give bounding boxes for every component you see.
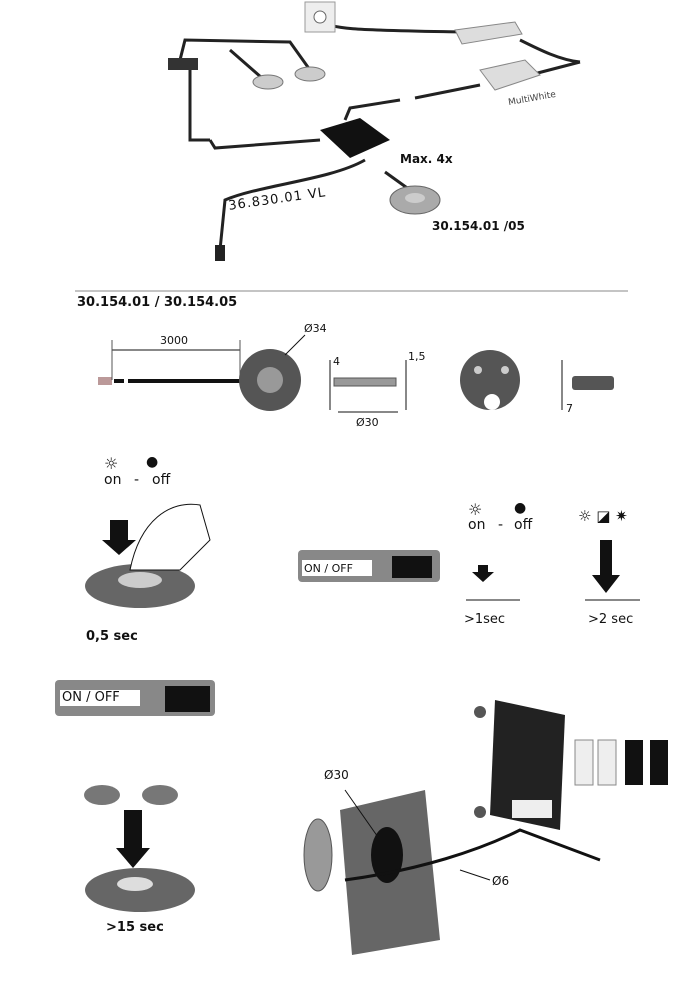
power-supply-icon bbox=[454, 21, 523, 45]
hole-diameter: Ø30 bbox=[324, 768, 349, 782]
switch-label: ON / OFF bbox=[304, 562, 353, 575]
flange-dim: 1,5 bbox=[408, 350, 426, 363]
bulb-off-icon: ● bbox=[146, 454, 159, 470]
multiwhite-controller-icon bbox=[479, 59, 541, 91]
cable-diameter: Ø6 bbox=[492, 874, 510, 888]
max-label: Max. 4x bbox=[400, 152, 453, 166]
finger-icon bbox=[129, 503, 211, 571]
operation-illustrations bbox=[55, 503, 640, 912]
depth-dim: 7 bbox=[566, 402, 573, 415]
off-label: off bbox=[152, 472, 171, 488]
on-label: on bbox=[468, 517, 486, 533]
dim-low-icon: ☼ ◪ ✷ bbox=[578, 507, 628, 525]
switch-back-view bbox=[460, 350, 520, 410]
switch-depth-view bbox=[572, 376, 614, 390]
height-dim: 4 bbox=[333, 355, 340, 368]
bulb-off-icon: ● bbox=[514, 500, 527, 516]
screw-icon bbox=[474, 706, 486, 718]
controller-module bbox=[490, 700, 565, 830]
wiring-diagram bbox=[178, 18, 581, 251]
mounting-illustration bbox=[303, 700, 668, 955]
dash: - bbox=[498, 517, 504, 533]
dash: - bbox=[134, 472, 140, 488]
downlight-icon bbox=[294, 66, 326, 82]
switch-label: ON / OFF bbox=[62, 690, 120, 705]
switch-code: 30.154.01 /05 bbox=[432, 219, 525, 233]
on-label: on bbox=[104, 472, 122, 488]
arrow-down-icon bbox=[102, 520, 136, 555]
section-title: 30.154.01 / 30.154.05 bbox=[77, 295, 238, 310]
sun-on-icon: ☼ bbox=[468, 500, 483, 519]
dimension-drawing bbox=[98, 334, 614, 413]
screw-icon bbox=[474, 806, 486, 818]
connector-icon bbox=[168, 58, 198, 70]
time-1: >1sec bbox=[464, 612, 506, 627]
off-label: off bbox=[514, 517, 533, 533]
outer-diameter: Ø34 bbox=[304, 322, 327, 335]
sun-on-icon: ☼ bbox=[104, 454, 119, 473]
time-2: >2 sec bbox=[588, 612, 634, 627]
cable-length: 3000 bbox=[160, 334, 188, 347]
inner-diameter: Ø30 bbox=[356, 416, 379, 429]
switch-side-view bbox=[333, 377, 397, 387]
time-05: 0,5 sec bbox=[86, 629, 138, 644]
switch-controller-icon bbox=[320, 118, 390, 158]
downlight-icon bbox=[252, 74, 284, 90]
time-15: >15 sec bbox=[106, 920, 164, 935]
